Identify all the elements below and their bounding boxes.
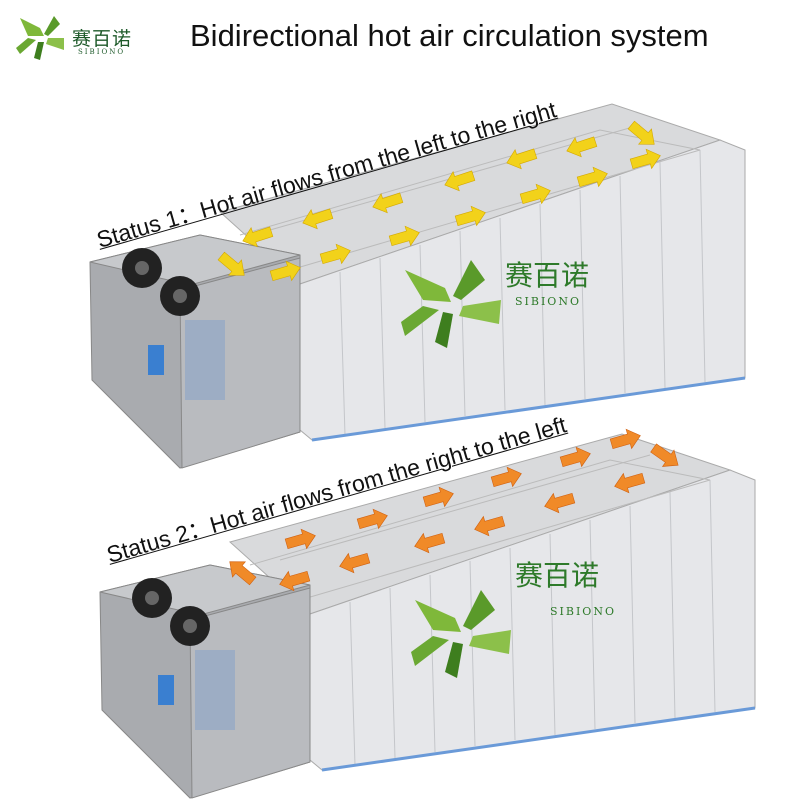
watermark-en: SIBIONO	[515, 295, 581, 308]
brand-logo: 赛百诺 SIBIONO	[14, 10, 144, 62]
container-status-2: 赛百诺 SIBIONO	[98, 425, 757, 800]
brand-name-cn: 赛百诺	[72, 28, 133, 50]
watermark-cn-2: 赛百诺	[515, 559, 599, 592]
brand-name-en: SIBIONO	[78, 48, 126, 56]
star-logo-icon	[16, 16, 64, 60]
page-title: Bidirectional hot air circulation system	[190, 18, 709, 53]
container-status-1: 赛百诺 SIBIONO	[88, 102, 747, 470]
watermark-en-2: SIBIONO	[550, 605, 616, 618]
watermark-cn: 赛百诺	[505, 259, 589, 292]
